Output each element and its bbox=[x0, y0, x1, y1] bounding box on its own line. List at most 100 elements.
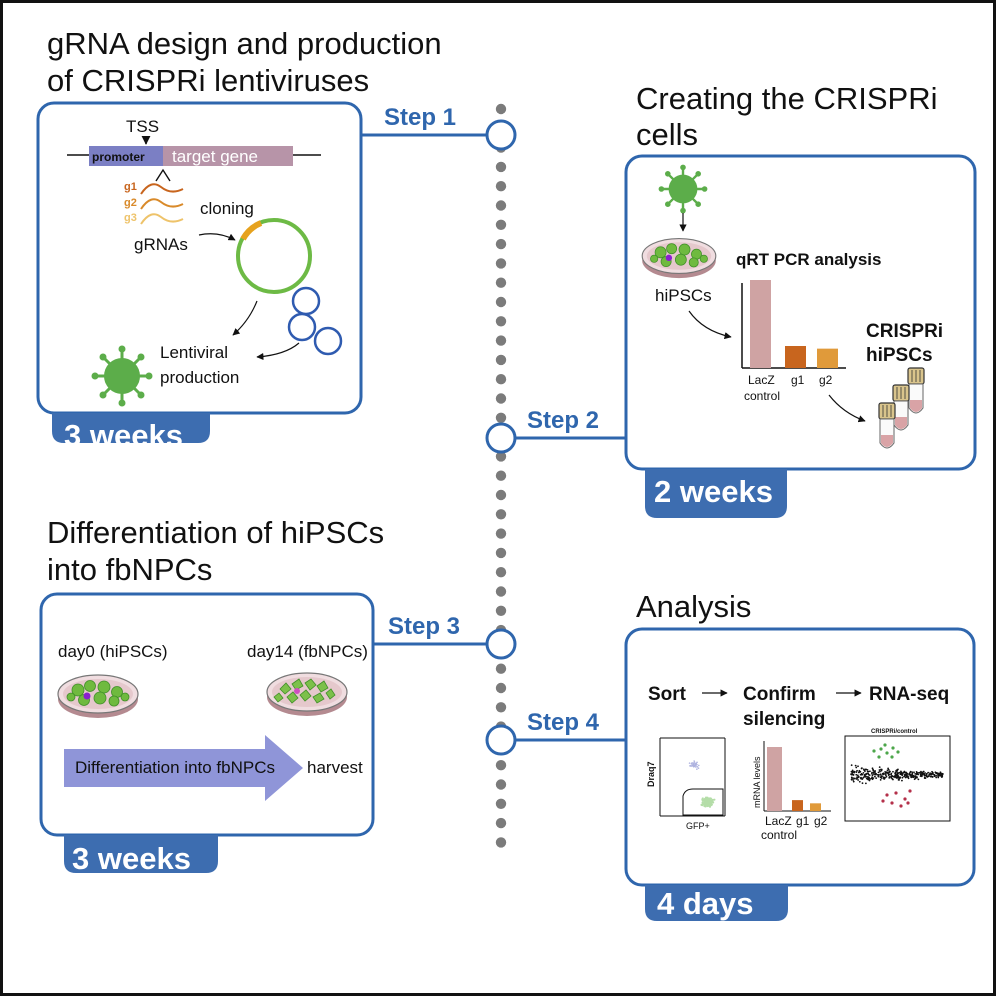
day14-dish-icon bbox=[266, 672, 348, 716]
rnaseq-point bbox=[855, 778, 858, 780]
panel2-title-line2: cells bbox=[636, 117, 698, 152]
facs-event bbox=[696, 761, 698, 764]
rnaseq-point bbox=[923, 774, 926, 777]
rnaseq-point bbox=[917, 778, 920, 781]
rnaseq-point bbox=[922, 770, 925, 773]
rnaseq-point-down bbox=[881, 799, 885, 803]
step2-label: Step 2 bbox=[527, 407, 599, 434]
rnaseq-point bbox=[860, 767, 863, 770]
rnaseq-point-up bbox=[885, 751, 889, 755]
facs-event bbox=[700, 803, 703, 806]
rnaseq-point-up bbox=[879, 747, 883, 751]
panel3-title-line2: into fbNPCs bbox=[47, 552, 212, 587]
rnaseq-point bbox=[935, 776, 938, 779]
rnaseq-point bbox=[915, 773, 918, 776]
rnaseq-point bbox=[876, 773, 879, 776]
rnaseq-point bbox=[880, 774, 882, 776]
rnaseq-point bbox=[937, 772, 940, 775]
timeline-dot bbox=[495, 489, 507, 501]
facs-event bbox=[694, 763, 696, 765]
panel3-title-line1: Differentiation of hiPSCs bbox=[47, 515, 384, 550]
rnaseq-point bbox=[852, 779, 855, 781]
qpcr-lacz-label: LacZ bbox=[748, 373, 775, 387]
rnaseq-point bbox=[939, 771, 942, 774]
timeline-dot bbox=[495, 258, 507, 269]
to-qpcr-arrow bbox=[688, 310, 732, 340]
rnaseq-point bbox=[856, 769, 858, 772]
rnaseq-point bbox=[870, 777, 873, 780]
rnaseq-point bbox=[878, 766, 881, 768]
timeline-dot bbox=[495, 760, 507, 771]
rnaseq-point-up bbox=[877, 755, 881, 759]
rnaseq-point bbox=[884, 770, 887, 773]
facs-event bbox=[693, 765, 696, 768]
rnaseq-point bbox=[940, 773, 942, 776]
rnaseq-point bbox=[929, 775, 932, 778]
rnaseq-point bbox=[895, 776, 898, 779]
facs-event bbox=[711, 798, 714, 801]
facs-event bbox=[689, 765, 691, 767]
rnaseq-point bbox=[919, 772, 922, 774]
rnaseq-point bbox=[859, 770, 862, 773]
timeline-dot bbox=[495, 605, 507, 616]
guide-g3-strand bbox=[140, 213, 184, 225]
rnaseq-point bbox=[860, 776, 862, 779]
rnaseq-point bbox=[851, 771, 854, 773]
facs-event bbox=[713, 798, 716, 801]
facs-event bbox=[692, 762, 694, 764]
hipsc-dish-icon bbox=[641, 237, 717, 279]
rnaseq-point bbox=[873, 771, 876, 773]
step1-label: Step 1 bbox=[384, 104, 456, 131]
rnaseq-plot-title: CRISPRi/control bbox=[871, 729, 918, 735]
timeline-dot bbox=[495, 200, 507, 211]
mrna-bar bbox=[792, 800, 803, 811]
timeline-dot bbox=[495, 393, 507, 404]
sort-label: Sort bbox=[648, 684, 687, 705]
timeline-dot bbox=[495, 798, 507, 809]
rnaseq-point bbox=[928, 774, 930, 776]
panel1-duration-badge bbox=[52, 413, 210, 443]
rnaseq-point bbox=[873, 775, 876, 778]
tube-icon bbox=[878, 402, 896, 449]
lenti-arrow-2 bbox=[256, 342, 300, 361]
rnaseq-point bbox=[931, 776, 934, 778]
facs-gate bbox=[682, 788, 724, 816]
day0-dish-icon bbox=[57, 674, 139, 719]
rnaseq-point bbox=[850, 764, 853, 767]
timeline-dot bbox=[495, 103, 507, 115]
facs-event bbox=[704, 800, 707, 803]
timeline-dot bbox=[495, 335, 507, 346]
promoter-label: promoter bbox=[92, 150, 145, 164]
rnaseq-point bbox=[922, 772, 924, 775]
timeline-dot bbox=[495, 470, 507, 481]
rnaseq-point bbox=[915, 770, 918, 773]
rnaseq-point bbox=[887, 772, 890, 775]
rnaseq-point bbox=[907, 776, 909, 779]
mrna-y-label: mRNA levels bbox=[752, 756, 762, 808]
timeline-dot bbox=[495, 354, 507, 366]
day0-label: day0 (hiPSCs) bbox=[58, 642, 168, 661]
rnaseq-point bbox=[904, 774, 906, 777]
rnaseq-point bbox=[871, 771, 873, 774]
qpcr-bar bbox=[750, 280, 771, 368]
rnaseq-point-up bbox=[872, 749, 876, 753]
timeline-dot bbox=[495, 528, 507, 539]
rnaseq-point bbox=[869, 770, 871, 773]
facs-y-label: Draq7 bbox=[646, 761, 656, 787]
rnaseq-point bbox=[932, 773, 935, 776]
rnaseq-point bbox=[914, 772, 917, 775]
rnaseq-point bbox=[910, 775, 913, 777]
facs-negative-population bbox=[688, 760, 700, 770]
rnaseq-point bbox=[898, 777, 901, 780]
rnaseq-point bbox=[877, 773, 880, 776]
timeline-dot bbox=[495, 567, 507, 578]
qpcr-g1-label: g1 bbox=[791, 373, 805, 387]
rnaseq-point bbox=[864, 770, 866, 773]
rnaseq-point bbox=[906, 772, 909, 775]
rnaseq-point bbox=[862, 776, 865, 779]
rnaseq-point bbox=[901, 776, 904, 779]
facs-event bbox=[703, 802, 706, 805]
rnaseq-point bbox=[937, 775, 939, 778]
mrna-bar bbox=[767, 747, 782, 811]
panel1-title-line2: of CRISPRi lentiviruses bbox=[47, 63, 369, 98]
